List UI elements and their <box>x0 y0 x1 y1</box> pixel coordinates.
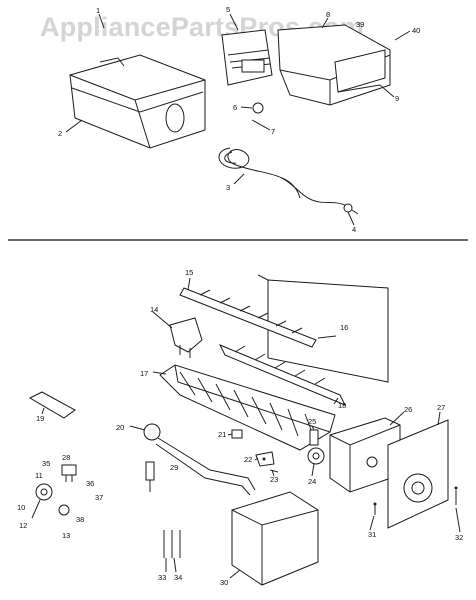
label-38: 38 <box>76 515 84 524</box>
label-4: 4 <box>352 225 356 234</box>
label-1: 1 <box>96 6 100 15</box>
label-7: 7 <box>271 127 275 136</box>
part-30-base <box>231 491 319 586</box>
label-20: 20 <box>116 423 124 432</box>
part-6-grommet <box>251 102 271 131</box>
label-9: 9 <box>395 94 399 103</box>
label-22: 22 <box>244 455 252 464</box>
label-2: 2 <box>58 129 62 138</box>
label-23: 23 <box>270 475 278 484</box>
part-33-34-wires <box>163 530 181 558</box>
part-21-clip <box>231 429 243 439</box>
part-5-bracket <box>221 29 273 86</box>
part-20-heater <box>143 423 256 496</box>
label-13: 13 <box>62 531 70 540</box>
part-3-fill-tube <box>218 147 346 206</box>
label-28: 28 <box>62 453 70 462</box>
label-35: 35 <box>42 459 50 468</box>
label-15: 15 <box>185 268 193 277</box>
label-11: 11 <box>35 471 43 480</box>
label-33: 33 <box>158 573 166 582</box>
part-2-ice-bucket <box>69 54 206 149</box>
label-5: 5 <box>226 5 230 14</box>
label-36: 36 <box>86 479 94 488</box>
label-40: 40 <box>412 26 420 35</box>
part-29-fuse <box>145 461 155 492</box>
part-25-shaft <box>309 429 319 446</box>
label-34: 34 <box>174 573 182 582</box>
part-8-housing <box>277 24 391 106</box>
label-26: 26 <box>404 405 412 414</box>
label-3: 3 <box>226 183 230 192</box>
label-29: 29 <box>170 463 178 472</box>
part-26-module <box>329 417 401 493</box>
part-labels: 1 2 3 4 5 6 7 8 9 39 40 10 11 12 13 14 1… <box>17 5 463 587</box>
part-12-arm <box>31 499 41 519</box>
part-22-screw <box>255 451 275 467</box>
label-31: 31 <box>368 530 376 539</box>
label-19: 19 <box>36 414 44 423</box>
label-32: 32 <box>455 533 463 542</box>
label-25: 25 <box>308 417 316 426</box>
part-24-cam <box>307 447 325 465</box>
part-19-fill-cup <box>28 391 76 419</box>
label-16: 16 <box>340 323 348 332</box>
part-28-switch <box>61 464 77 482</box>
label-14: 14 <box>150 305 158 314</box>
part-15-ejector <box>179 287 317 348</box>
part-10-gear <box>35 483 53 501</box>
part-13-cam <box>58 504 70 516</box>
label-18: 18 <box>338 401 346 410</box>
part-9-cover <box>337 84 381 93</box>
label-27: 27 <box>437 403 445 412</box>
leader-lines <box>41 13 461 579</box>
part-27-cover <box>387 419 449 529</box>
part-18-stripper <box>218 344 347 406</box>
label-37: 37 <box>95 493 103 502</box>
label-21: 21 <box>218 430 226 439</box>
label-8: 8 <box>326 10 330 19</box>
part-31-screw <box>373 502 377 515</box>
part-4-fitting <box>343 203 359 215</box>
label-12: 12 <box>19 521 27 530</box>
part-32-screw <box>454 486 458 505</box>
label-24: 24 <box>308 477 316 486</box>
label-17: 17 <box>140 369 148 378</box>
label-6: 6 <box>233 103 237 112</box>
part-14-bracket <box>169 317 203 358</box>
part-16-shield <box>257 274 389 383</box>
label-39: 39 <box>356 20 364 29</box>
part-17-mold <box>159 364 336 451</box>
label-30: 30 <box>220 578 228 587</box>
label-10: 10 <box>17 503 25 512</box>
part-23-spring <box>269 469 279 473</box>
